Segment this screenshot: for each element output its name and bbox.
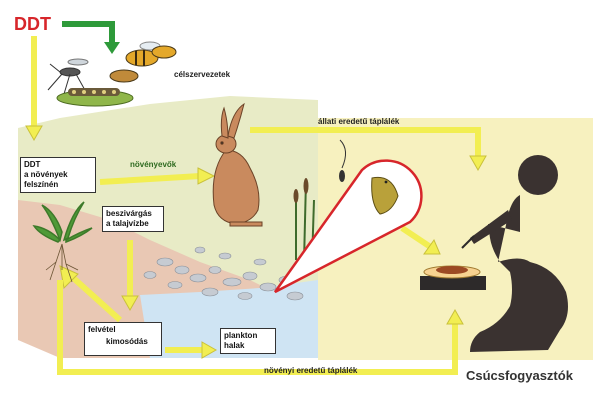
ddt-title: DDT (14, 14, 51, 34)
box-seepage: beszivárgás a talajvízbe (102, 206, 164, 232)
label-target-organisms: célszervezetek (174, 70, 230, 79)
bee-icon (110, 42, 176, 82)
box-seepage-line2: a talajvízbe (106, 219, 160, 229)
label-plant-food: növényi eredetű táplálék (264, 366, 357, 375)
label-apex-consumers: Csúcsfogyasztók (466, 368, 573, 383)
green-arrowhead (104, 42, 120, 54)
box-plankton-fish: plankton halak (220, 328, 276, 354)
fishing-figure-icon (339, 170, 345, 182)
box-leaching: kimosódás (106, 337, 158, 347)
box-uptake: felvétel (88, 325, 158, 335)
box-ddt-on-plants: DDT a növények felszínén (20, 157, 96, 193)
box-seepage-line1: beszivárgás (106, 209, 160, 219)
box-uptake-leaching: felvétel kimosódás (84, 322, 162, 356)
box-ddt-on-plants-line1: DDT (24, 160, 92, 170)
label-animal-food: állati eredetű táplálék (318, 117, 399, 126)
label-herbivores: növényevők (130, 160, 176, 169)
box-plankton: plankton (224, 331, 272, 341)
box-ddt-on-plants-line2: a növények (24, 170, 92, 180)
box-fish: halak (224, 341, 272, 351)
box-ddt-on-plants-line3: felszínén (24, 180, 92, 190)
caterpillar-icon (57, 88, 133, 106)
